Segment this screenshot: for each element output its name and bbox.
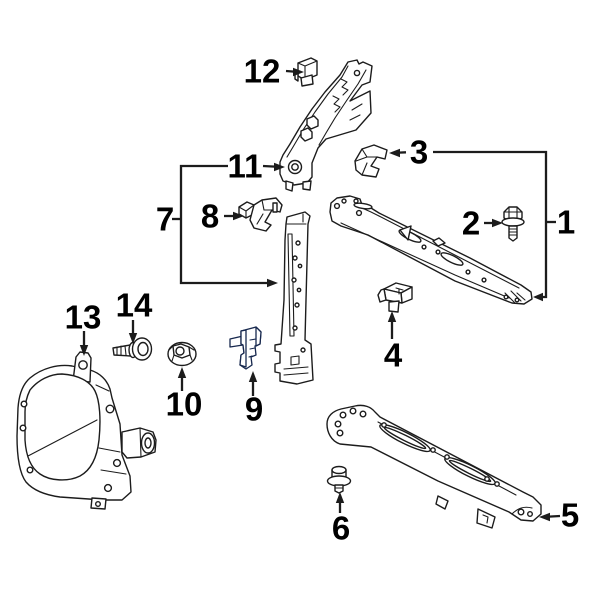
callout-5-leader bbox=[548, 514, 561, 518]
callout-12-label: 12 bbox=[244, 53, 281, 90]
part-14-bolt bbox=[112, 337, 153, 361]
callout-13-arrow bbox=[79, 345, 89, 356]
callout-11-arrow bbox=[274, 162, 285, 172]
callout-6-arrow bbox=[335, 492, 345, 503]
callout-4-arrow bbox=[387, 311, 397, 322]
part-13-distance-sensor bbox=[16, 351, 157, 510]
callout-9-arrow bbox=[248, 371, 258, 382]
callout-2-label: 2 bbox=[462, 205, 480, 242]
callout-8-arrow bbox=[233, 211, 244, 221]
callout-9-label: 9 bbox=[245, 391, 263, 428]
part-6-bolt bbox=[326, 465, 352, 494]
callout-1-label: 1 bbox=[557, 204, 575, 241]
callout-3-label: 3 bbox=[410, 134, 428, 171]
part-8-bracket bbox=[238, 197, 283, 232]
callout-12-leader bbox=[285, 69, 295, 73]
part-11-upper-bracket bbox=[279, 59, 373, 192]
part-5-lower-crossmember bbox=[326, 404, 542, 529]
part-9-highlighted-clip bbox=[229, 326, 262, 370]
callout-7-label: 7 bbox=[156, 201, 174, 238]
callout-1-arrow bbox=[533, 292, 543, 302]
callout-14-label: 14 bbox=[116, 287, 153, 324]
callout-5-arrow bbox=[539, 512, 550, 522]
callout-7-bracket bbox=[179, 164, 268, 285]
part-10-nut bbox=[167, 341, 197, 367]
callout-5-label: 5 bbox=[561, 497, 579, 534]
callout-11-label: 11 bbox=[228, 148, 263, 185]
callout-11-leader bbox=[262, 164, 276, 168]
callout-14-arrow bbox=[128, 333, 138, 344]
leader-lines bbox=[79, 67, 561, 522]
callout-1-bracket bbox=[433, 150, 548, 299]
callout-12-arrow bbox=[293, 67, 304, 77]
callout-labels: 1 2 3 4 5 6 7 8 9 10 11 12 13 14 bbox=[65, 53, 580, 547]
callout-8-label: 8 bbox=[201, 198, 219, 235]
callout-10-arrow bbox=[177, 367, 187, 378]
callout-13-label: 13 bbox=[65, 299, 102, 336]
callout-3-arrow bbox=[389, 148, 400, 158]
part-1-upper-crossmember bbox=[329, 195, 533, 305]
part-3-bracket bbox=[354, 144, 388, 178]
callout-4-label: 4 bbox=[384, 337, 403, 374]
callout-10-label: 10 bbox=[166, 386, 203, 423]
part-7-center-support bbox=[274, 211, 314, 385]
callout-2-arrow bbox=[492, 218, 503, 228]
callout-7-arrow bbox=[267, 278, 278, 288]
part-2-bolt bbox=[501, 206, 525, 242]
part-4-bracket bbox=[377, 282, 413, 313]
callout-6-label: 6 bbox=[332, 510, 350, 547]
